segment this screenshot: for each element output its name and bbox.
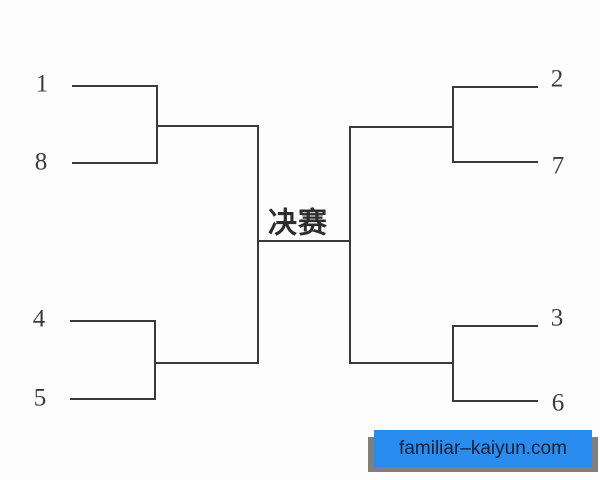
seed-label-1: 1 bbox=[35, 70, 49, 98]
bracket-line-seed6 bbox=[452, 400, 538, 402]
bracket-winner-line-right-bottom bbox=[349, 362, 454, 364]
bracket-winner-line-left-top bbox=[156, 125, 259, 127]
seed-label-8: 8 bbox=[34, 148, 48, 176]
bracket-line-seed2 bbox=[452, 86, 538, 88]
final-match-line bbox=[257, 240, 351, 242]
watermark-text: familiar–kaiyun.com bbox=[399, 438, 567, 459]
bracket-winner-line-left-bottom bbox=[154, 362, 259, 364]
seed-label-3: 3 bbox=[550, 304, 564, 332]
bracket-connector-right-final bbox=[349, 126, 351, 364]
watermark-badge: familiar–kaiyun.com bbox=[374, 430, 592, 467]
bracket-connector-left-final bbox=[257, 125, 259, 364]
bracket-connector-right-top bbox=[452, 86, 454, 163]
bracket-line-seed5 bbox=[70, 398, 156, 400]
bracket-connector-left-top bbox=[156, 85, 158, 164]
seed-label-6: 6 bbox=[551, 389, 565, 417]
bracket-line-seed7 bbox=[452, 161, 538, 163]
bracket-connector-left-bottom bbox=[154, 320, 156, 400]
bracket-line-seed4 bbox=[70, 320, 156, 322]
bracket-line-seed1 bbox=[72, 85, 158, 87]
seed-label-7: 7 bbox=[551, 152, 565, 180]
bracket-line-seed8 bbox=[72, 162, 158, 164]
bracket-line-seed3 bbox=[452, 325, 538, 327]
final-label: 决赛 bbox=[267, 207, 329, 240]
seed-label-5: 5 bbox=[33, 384, 47, 412]
seed-label-4: 4 bbox=[32, 305, 46, 333]
bracket-winner-line-right-top bbox=[349, 126, 454, 128]
seed-label-2: 2 bbox=[550, 65, 564, 93]
